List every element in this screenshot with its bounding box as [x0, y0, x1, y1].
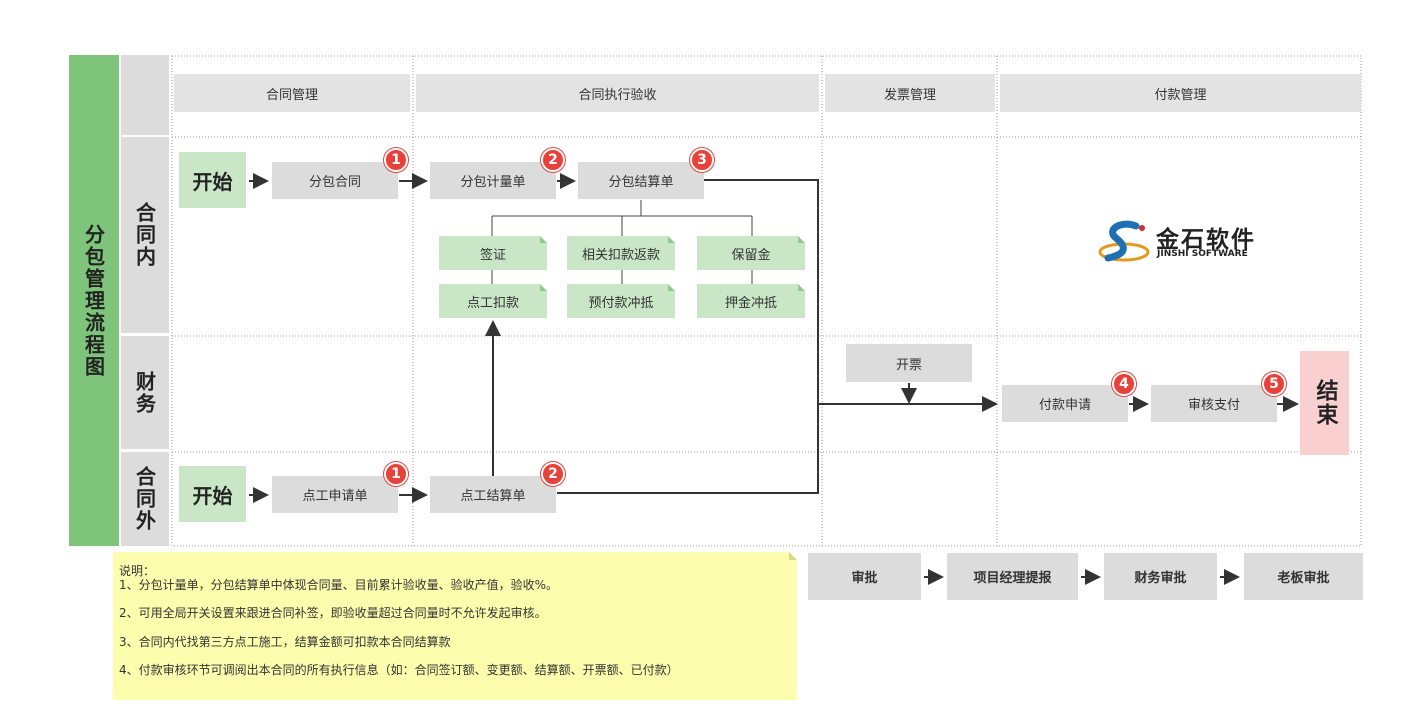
step-badge-5: 5 — [1262, 372, 1286, 396]
logo-cn: 金石软件 — [1156, 227, 1256, 253]
lane-label-top-blank — [121, 55, 169, 135]
approval-step-pm-submit: 项目经理提报 — [947, 553, 1078, 600]
step-badge-3: 3 — [690, 148, 714, 172]
out-contract-start-node: 开始 — [179, 466, 246, 522]
approval-step-approve: 审批 — [808, 553, 921, 600]
settlement-sheet-node: 分包结算单 — [578, 162, 704, 199]
settlement-tree — [491, 200, 753, 284]
notes-box: 说明： 1、分包计量单，分包结算单中体现合同量、目前累计验收量、验收产值，验收%… — [113, 552, 797, 700]
out-step-badge-1: 1 — [384, 462, 408, 486]
approval-step-finance: 财务审批 — [1104, 553, 1217, 600]
labor-settlement-node: 点工结算单 — [430, 476, 556, 513]
step-badge-4: 4 — [1112, 372, 1136, 396]
sub-contract-node: 分包合同 — [272, 162, 398, 199]
column-header-contract-mgmt: 合同管理 — [174, 74, 410, 112]
invoice-node: 开票 — [846, 344, 972, 382]
item-prepayment-offset: 预付款冲抵 — [567, 284, 675, 318]
note-line-1: 1、分包计量单，分包结算单中体现合同量、目前累计验收量、验收产值，验收%。 — [119, 578, 559, 592]
out-step-badge-2: 2 — [541, 462, 565, 486]
note-line-3: 3、合同内代找第三方点工施工，结算金额可扣款本合同结算款 — [119, 635, 451, 649]
item-deduction-refund: 相关扣款返款 — [567, 236, 675, 270]
notes-heading: 说明： — [119, 564, 156, 578]
approval-step-boss: 老板审批 — [1244, 553, 1363, 600]
grid-lines — [171, 55, 1362, 547]
lane-label-in-contract: 合同内 — [121, 137, 169, 333]
item-deposit-offset: 押金冲抵 — [697, 284, 805, 318]
item-retention: 保留金 — [697, 236, 805, 270]
diagram-title-band: 分包管理流程图 — [69, 55, 119, 546]
line-labor-settlement-to-pay — [557, 404, 819, 494]
lane-label-out-contract: 合同外 — [121, 452, 169, 546]
in-contract-start-node: 开始 — [179, 152, 246, 208]
logo-mark-icon — [1098, 220, 1150, 262]
pay-request-node: 付款申请 — [1002, 385, 1128, 422]
step-badge-1: 1 — [384, 148, 408, 172]
note-line-4: 4、付款审核环节可调阅出本合同的所有执行信息（如：合同签订额、变更额、结算额、开… — [119, 663, 679, 677]
logo-en: JINSHI SOFTWARE — [1157, 249, 1248, 259]
labor-request-node: 点工申请单 — [272, 476, 398, 513]
measure-sheet-node: 分包计量单 — [430, 162, 556, 199]
diagram-title: 分包管理流程图 — [81, 223, 106, 378]
lane-label-finance: 财务 — [121, 336, 169, 449]
column-header-execution: 合同执行验收 — [416, 74, 819, 112]
company-logo: 金石软件 JINSHI SOFTWARE — [1098, 218, 1278, 268]
note-line-2: 2、可用全局开关设置来跟进合同补签，即验收量超过合同量时不允许发起审核。 — [119, 606, 547, 620]
step-badge-2: 2 — [541, 148, 565, 172]
audit-pay-node: 审核支付 — [1151, 385, 1277, 422]
column-header-payment: 付款管理 — [1000, 74, 1361, 112]
notes-fold — [789, 552, 797, 560]
end-node: 结束 — [1300, 351, 1349, 455]
column-header-invoice: 发票管理 — [825, 74, 995, 112]
line-settlement-to-pay — [704, 179, 998, 412]
item-visa: 签证 — [439, 236, 547, 270]
item-labor-deduction: 点工扣款 — [439, 284, 547, 318]
